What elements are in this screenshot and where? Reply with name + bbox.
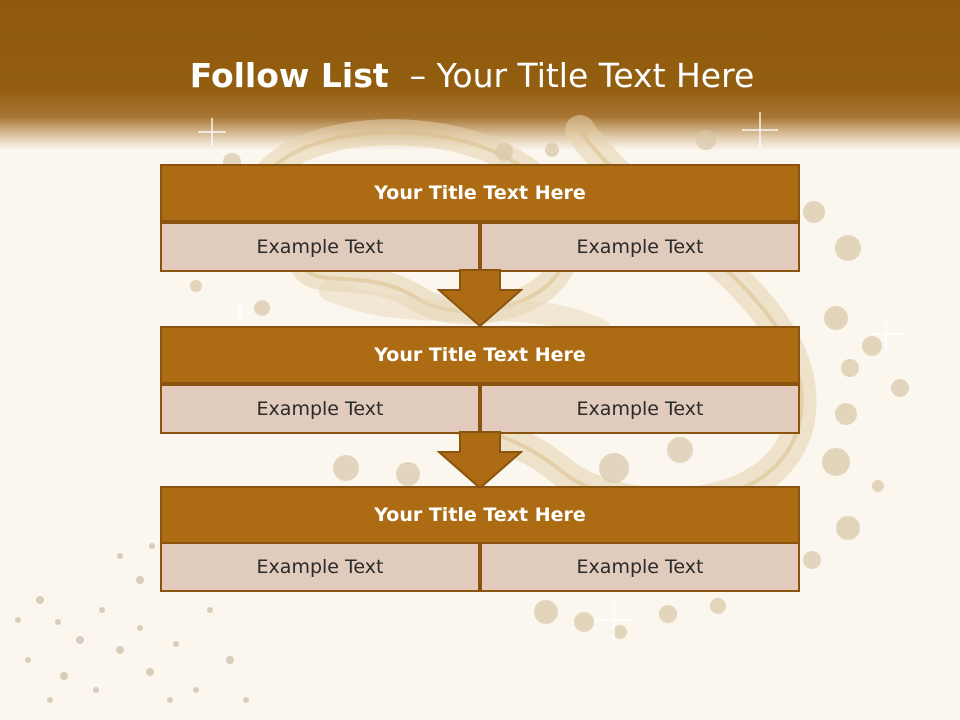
block-title: Your Title Text Here (160, 486, 800, 544)
down-arrow-icon (437, 269, 523, 328)
block-cell-right: Example Text (480, 542, 800, 592)
block-cell-right: Example Text (480, 222, 800, 272)
block-cell-left: Example Text (160, 222, 480, 272)
slide-title: Follow List – Your Title Text Here (0, 52, 944, 100)
slide-title-bold: Follow List (189, 56, 389, 95)
block-cell-right: Example Text (480, 384, 800, 434)
block-cell-left: Example Text (160, 384, 480, 434)
block-cell-left: Example Text (160, 542, 480, 592)
down-arrow-icon (437, 431, 523, 490)
slide-title-subtitle: – Your Title Text Here (409, 56, 755, 95)
block-title: Your Title Text Here (160, 164, 800, 222)
header-band (0, 0, 960, 150)
block-title: Your Title Text Here (160, 326, 800, 384)
